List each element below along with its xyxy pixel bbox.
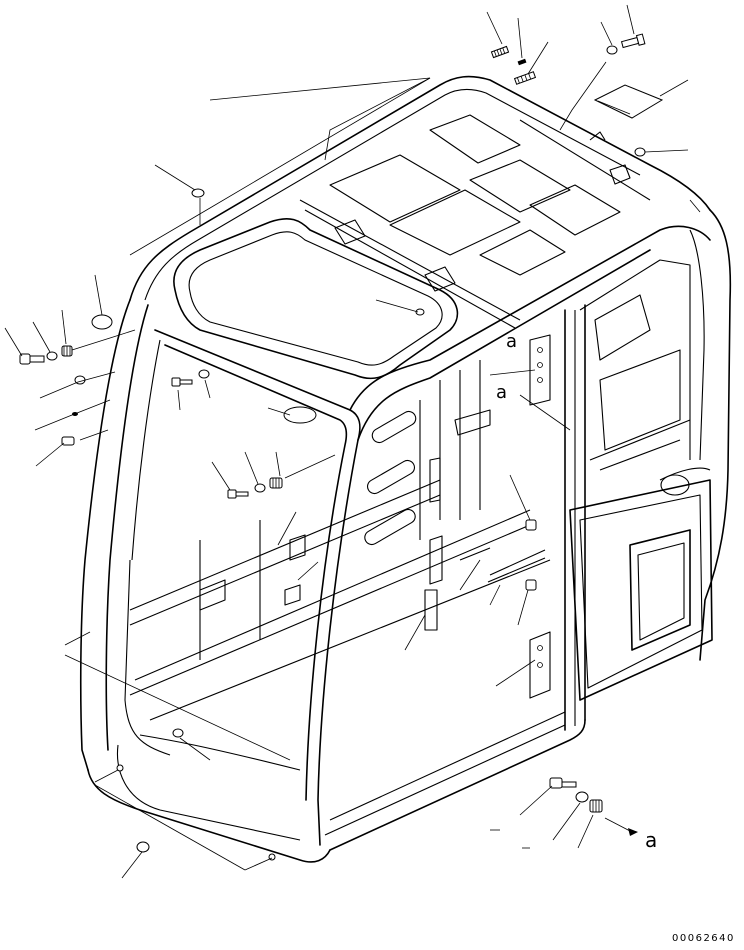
interior-nut-1 [525, 519, 537, 531]
cab-frame-outline [79, 75, 732, 863]
bottom-bolt-left [116, 764, 124, 772]
reference-label-a-3: a [645, 828, 657, 852]
roof-gasket [513, 71, 537, 85]
arrow-head [628, 828, 638, 836]
bottom-plug [136, 841, 150, 853]
roof-bolt [490, 45, 510, 59]
floor-plug [172, 728, 184, 738]
reference-label-a-2: a [496, 382, 507, 403]
skylight-plug [415, 308, 425, 316]
grommet-left [91, 314, 113, 330]
rear-bolt [620, 33, 646, 49]
front-bolt-lower [227, 477, 283, 499]
roof-cover-plate [593, 84, 664, 119]
left-bolt-set [19, 345, 73, 365]
front-bolt-upper [171, 369, 210, 387]
interior-nut-2 [525, 579, 537, 591]
roof-plug-right [634, 147, 646, 157]
roof-plug-left [191, 188, 205, 198]
drawing-number: 00062640 [672, 933, 735, 944]
grommet-front [283, 406, 317, 424]
left-nut [61, 436, 75, 446]
reference-label-a-1: a [506, 331, 517, 352]
fastener-parts [19, 33, 664, 861]
leader-lines [4, 4, 701, 879]
rear-washer [606, 45, 618, 55]
bottom-right-bolt-set [549, 777, 603, 813]
roof-washer [517, 58, 527, 66]
